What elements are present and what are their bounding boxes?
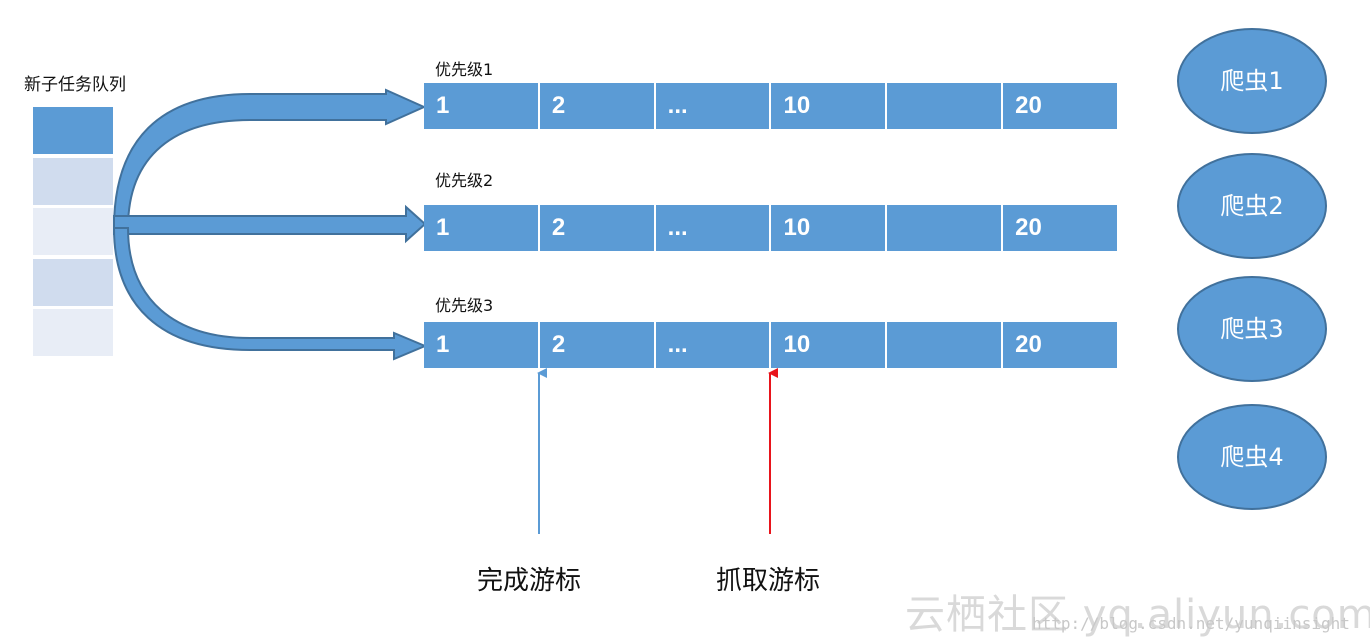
priority-2-slot: ... bbox=[656, 205, 772, 251]
done-cursor-label: 完成游标 bbox=[477, 566, 582, 596]
queue-label: 新子任务队列 bbox=[24, 75, 126, 95]
crawler-4: 爬虫4 bbox=[1177, 404, 1327, 510]
arrow-to-priority-3 bbox=[112, 227, 428, 361]
priority-2-slot: 10 bbox=[771, 205, 888, 251]
queue-cell bbox=[33, 309, 113, 356]
priority-1-slot: 20 bbox=[1015, 92, 1042, 119]
priority-3-slot: 10 bbox=[771, 322, 888, 368]
priority-2-label: 优先级2 bbox=[435, 171, 494, 190]
priority-3-slot bbox=[887, 322, 1004, 368]
priority-3-label: 优先级3 bbox=[435, 296, 494, 315]
crawler-2: 爬虫2 bbox=[1177, 153, 1327, 259]
priority-3-slot: 2 bbox=[540, 322, 656, 368]
priority-2-slot bbox=[887, 205, 1004, 251]
queue-cell bbox=[33, 259, 113, 306]
queue-cell bbox=[33, 107, 113, 154]
priority-3-bar: 1 2 ... 10 20 bbox=[424, 322, 1117, 368]
fetch-cursor-label: 抓取游标 bbox=[716, 566, 821, 596]
priority-2-slot: 20 bbox=[1015, 214, 1042, 241]
crawler-3: 爬虫3 bbox=[1177, 276, 1327, 382]
priority-1-slot bbox=[887, 83, 1004, 129]
queue-cell bbox=[33, 158, 113, 205]
queue-cell bbox=[33, 208, 113, 255]
priority-1-slot: 1 bbox=[424, 83, 540, 129]
watermark-url: http://blog.csdn.net/yunqiinsight bbox=[1032, 614, 1350, 633]
watermark-brand: 云栖社区 yq.aliyun.com bbox=[905, 592, 1370, 638]
priority-2-bar: 1 2 ... 10 20 bbox=[424, 205, 1117, 251]
priority-2-slot: 1 bbox=[424, 205, 540, 251]
priority-1-bar: 1 2 ... 10 20 bbox=[424, 83, 1117, 129]
priority-2-slot: 2 bbox=[540, 205, 656, 251]
priority-3-slot: 1 bbox=[424, 322, 540, 368]
arrow-to-priority-2 bbox=[113, 204, 427, 244]
priority-1-slot: 10 bbox=[771, 83, 888, 129]
priority-1-label: 优先级1 bbox=[435, 60, 494, 79]
priority-3-slot: 20 bbox=[1015, 331, 1042, 358]
arrow-to-priority-1 bbox=[112, 88, 427, 229]
priority-1-slot: 2 bbox=[540, 83, 656, 129]
crawler-1: 爬虫1 bbox=[1177, 28, 1327, 134]
priority-3-slot: ... bbox=[656, 322, 772, 368]
priority-1-slot: ... bbox=[656, 83, 772, 129]
